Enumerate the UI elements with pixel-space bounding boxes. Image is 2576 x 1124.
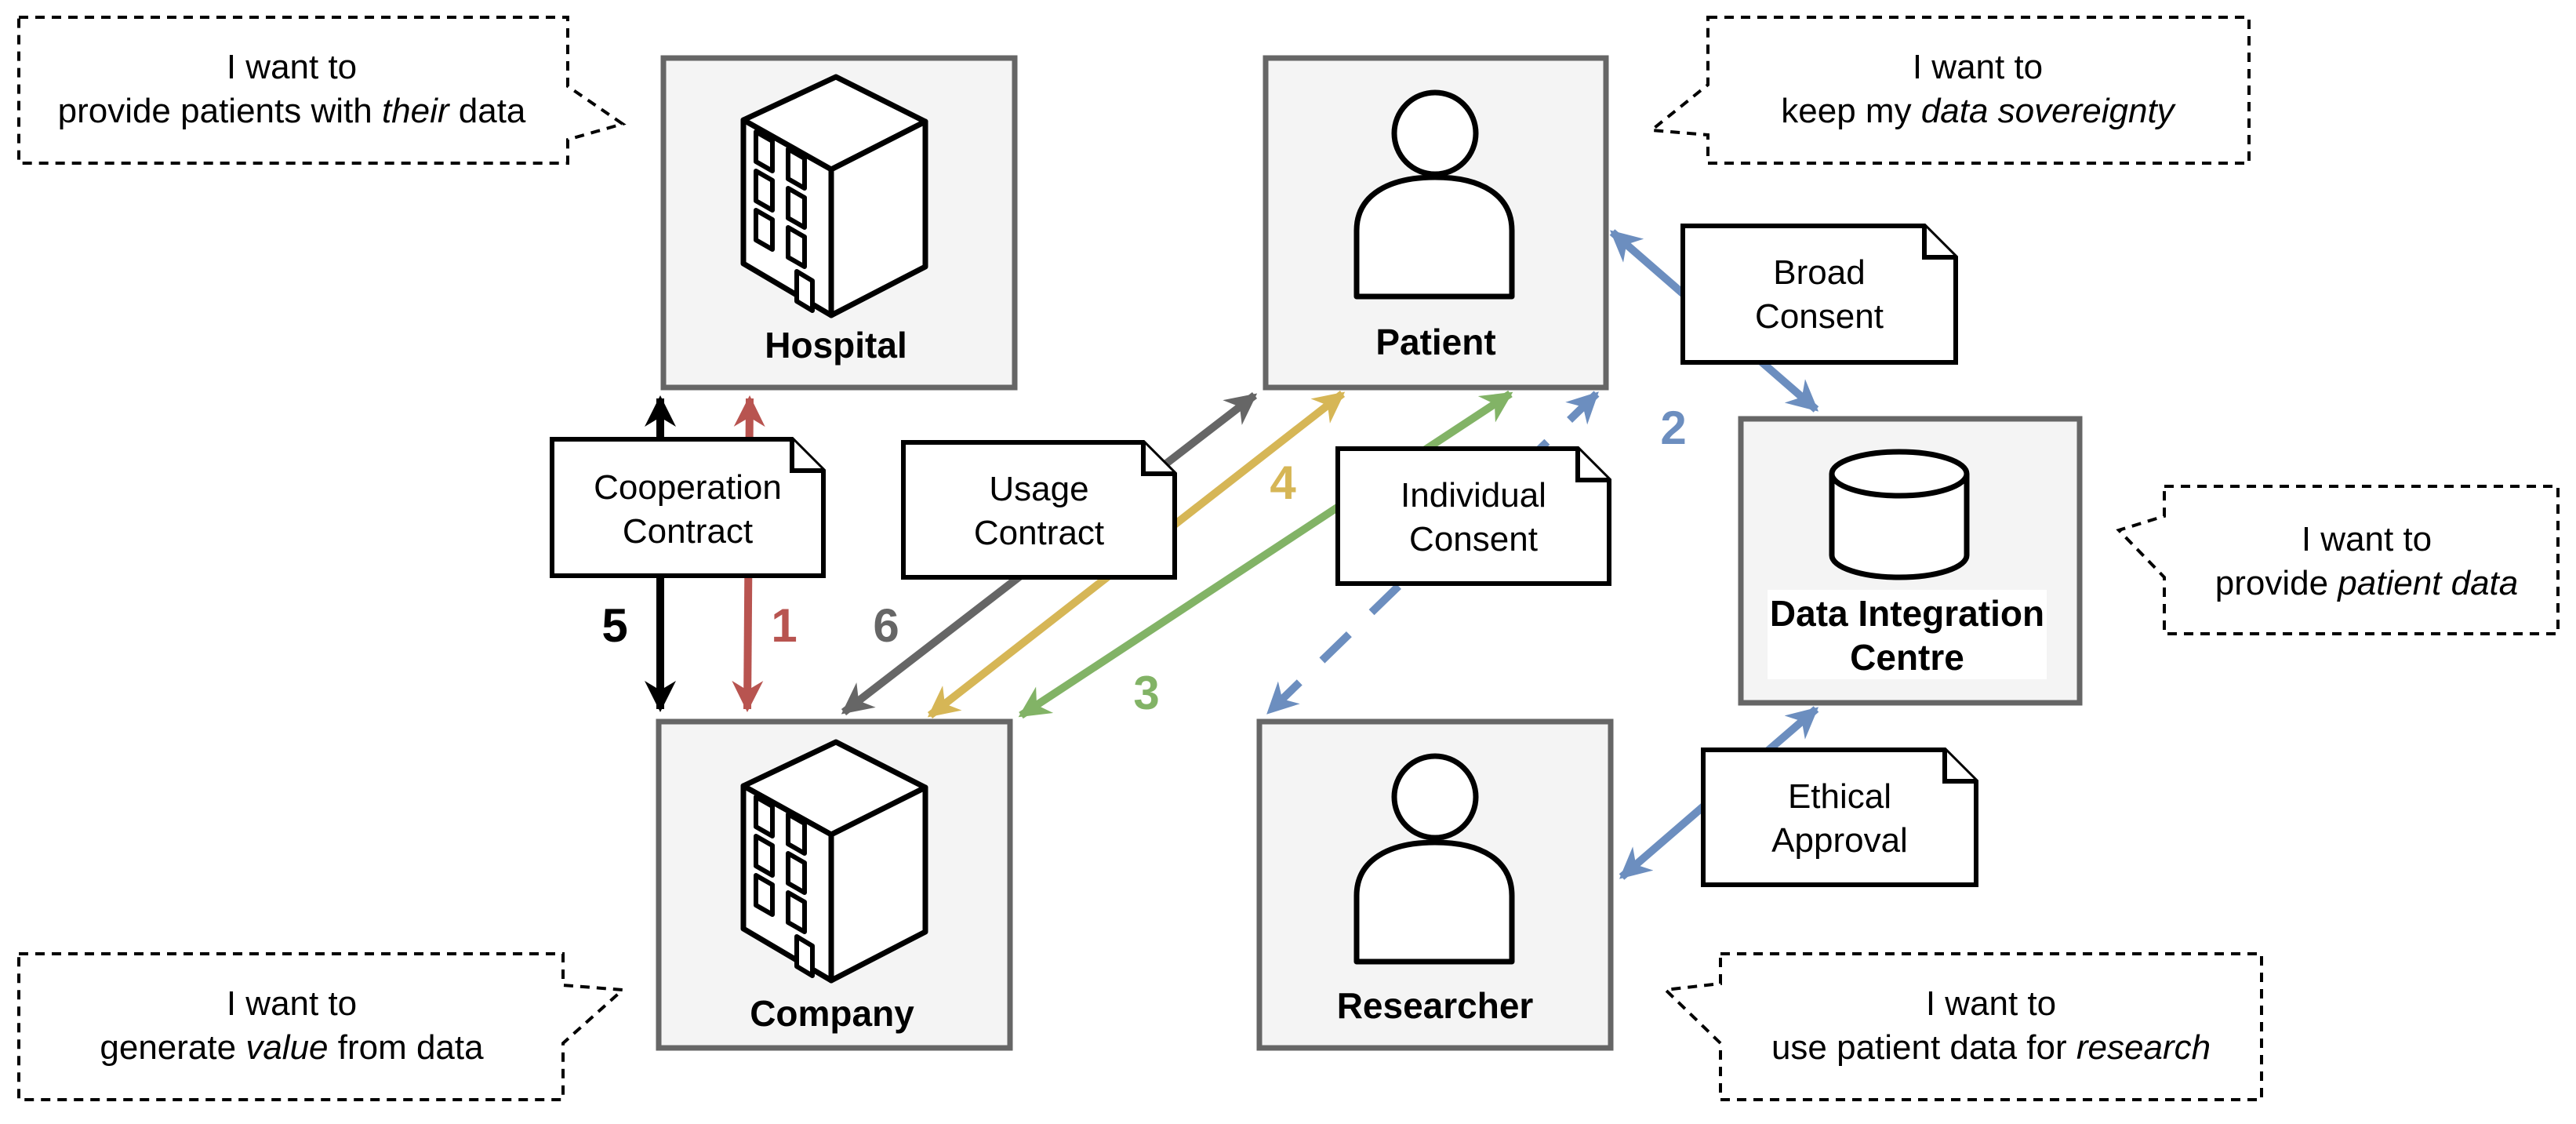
bubble-hospital-line2: provide patients with their data	[58, 92, 526, 130]
bubble-hospital: I want to provide patients with their da…	[17, 16, 627, 165]
bubble-researcher-line1: I want to	[1926, 984, 2056, 1023]
bubble-researcher: I want to use patient data for research	[1662, 952, 2263, 1101]
bubble-company-line1: I want to	[227, 984, 357, 1023]
building-icon	[740, 739, 928, 984]
flow-number-2: 2	[1660, 402, 1686, 454]
building-icon	[740, 74, 928, 318]
doc-usage-contract-line2: Contract	[974, 514, 1104, 552]
doc-individual-consent-line1: Individual	[1401, 476, 1546, 515]
node-company: Company	[656, 718, 1013, 1051]
bubble-researcher-line2: use patient data for research	[1771, 1028, 2211, 1067]
doc-cooperation-contract-line2: Contract	[623, 512, 753, 551]
bubble-company: I want to generate value from data	[17, 952, 627, 1101]
node-patient: Patient	[1263, 55, 1609, 391]
bubble-patient: I want to keep my data sovereignty	[1647, 16, 2251, 165]
doc-ethical-approval: Ethical Approval	[1701, 748, 1978, 887]
bubble-hospital-line1: I want to	[227, 48, 357, 86]
doc-cooperation-contract-line1: Cooperation	[594, 468, 782, 507]
doc-usage-contract-line1: Usage	[989, 470, 1088, 508]
doc-individual-consent: Individual Consent	[1335, 446, 1611, 586]
doc-broad-consent: Broad Consent	[1680, 224, 1958, 365]
doc-usage-contract: Usage Contract	[901, 440, 1177, 580]
bubble-patient-line1: I want to	[1913, 48, 2043, 86]
node-hospital: Hospital	[660, 55, 1018, 391]
bubble-patient-line2: keep my data sovereignty	[1781, 92, 2176, 130]
doc-individual-consent-line2: Consent	[1409, 520, 1538, 558]
flow-number-3: 3	[1133, 667, 1159, 719]
bubble-company-line2: generate value from data	[100, 1028, 484, 1067]
doc-broad-consent-line2: Consent	[1755, 297, 1884, 336]
bubble-dic-line2: provide patient data	[2215, 564, 2519, 602]
flow-number-4: 4	[1270, 457, 1296, 509]
doc-ethical-approval-line1: Ethical	[1788, 777, 1891, 816]
person-icon	[1353, 89, 1515, 300]
doc-broad-consent-line1: Broad	[1773, 253, 1865, 292]
node-patient-label: Patient	[1375, 322, 1495, 362]
bubble-dic-line1: I want to	[2302, 520, 2432, 558]
doc-cooperation-contract: Cooperation Contract	[550, 437, 826, 578]
flow-number-5: 5	[601, 599, 627, 652]
flow-number-1: 1	[771, 599, 797, 652]
flow-number-6: 6	[873, 599, 899, 652]
node-researcher-label: Researcher	[1337, 985, 1534, 1026]
database-icon	[1829, 449, 1970, 580]
node-data-integration-centre: Data Integration Centre	[1738, 416, 2083, 706]
node-dic-label-line2: Centre	[1850, 637, 1964, 678]
bubble-dic: I want to provide patient data	[2116, 485, 2560, 635]
node-company-label: Company	[750, 993, 914, 1034]
node-researcher: Researcher	[1256, 718, 1614, 1051]
doc-ethical-approval-line2: Approval	[1771, 821, 1908, 860]
node-hospital-label: Hospital	[765, 325, 907, 366]
node-dic-label-line1: Data Integration	[1770, 593, 2044, 634]
person-icon	[1353, 753, 1515, 965]
